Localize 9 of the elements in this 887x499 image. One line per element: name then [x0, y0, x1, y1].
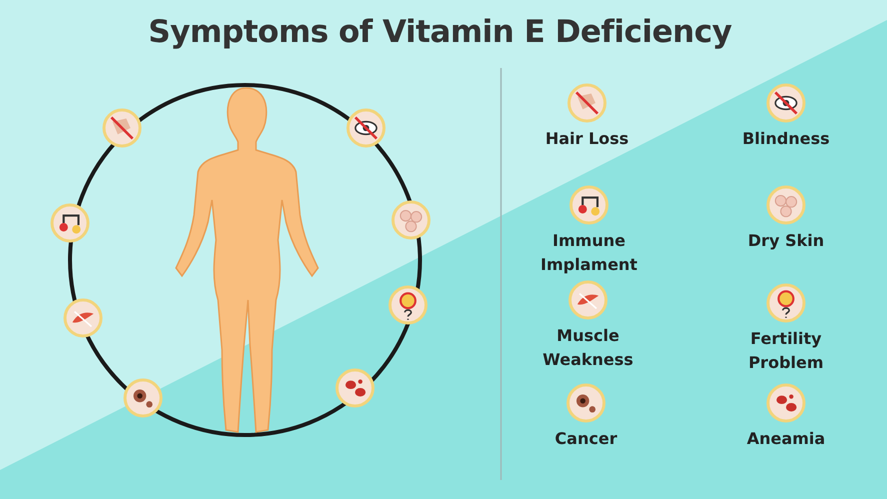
symptom-label: Blindness	[742, 128, 830, 150]
title: Symptoms of Vitamin E Deficiency	[147, 14, 733, 50]
symptom-label: Muscle Weakness	[542, 325, 634, 371]
symptom-label: Dry Skin	[748, 230, 824, 252]
symptom-label: Aneamia	[746, 428, 826, 450]
symptom-label: Immune Implament	[540, 230, 638, 276]
symptom-label: Hair Loss	[545, 128, 629, 150]
symptom-label: Fertility Problem	[747, 328, 825, 374]
symptom-label: Cancer	[554, 428, 618, 450]
